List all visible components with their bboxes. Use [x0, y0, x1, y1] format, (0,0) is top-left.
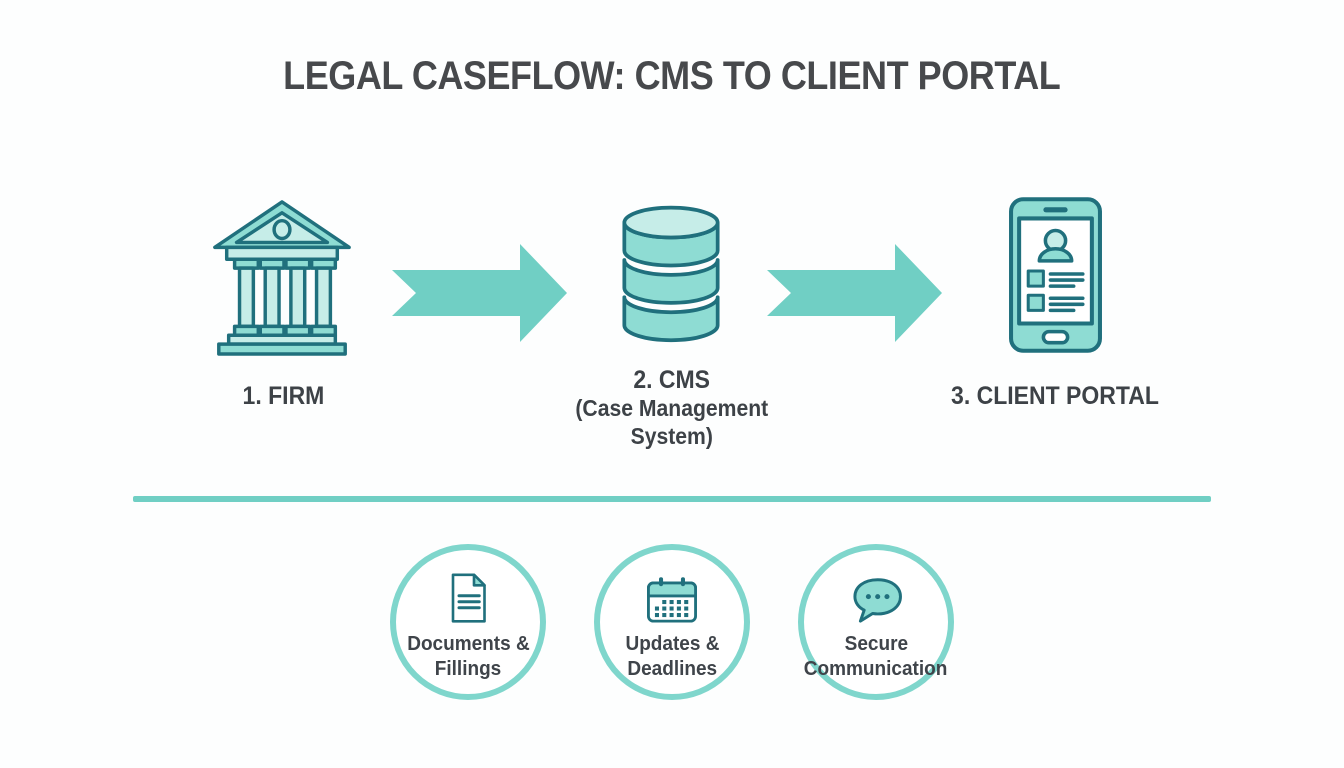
node-label-cms: 2. CMS (Case Management System): [552, 366, 792, 450]
node-label-client-portal: 3. CLIENT PORTAL: [935, 382, 1175, 410]
arrow-right-icon: [767, 244, 942, 342]
node-label-firm-text: 1. FIRM: [242, 382, 324, 410]
database-icon: [622, 205, 720, 343]
feature-label-updates-line1: Updates &: [625, 633, 719, 655]
feature-label-documents-line2: Fillings: [434, 658, 502, 680]
feature-label-updates-line2: Deadlines: [627, 658, 717, 680]
node-label-firm: 1. FIRM: [183, 382, 383, 410]
feature-label-communication-line1: Secure: [844, 633, 908, 655]
feature-label-documents: Documents & Fillings: [383, 632, 553, 682]
document-icon: [451, 573, 486, 623]
smartphone-icon: [1009, 197, 1102, 353]
node-label-client-portal-text: 3. CLIENT PORTAL: [951, 382, 1159, 410]
feature-circle-communication: Secure Communication: [798, 544, 954, 700]
node-sublabel-cms-line2: System): [630, 423, 714, 449]
feature-circle-documents: Documents & Fillings: [390, 544, 546, 700]
node-label-cms-text: 2. CMS: [633, 366, 711, 394]
arrow-right-icon: [392, 244, 567, 342]
feature-label-communication-line2: Communication: [804, 658, 948, 680]
page-title: LEGAL CASEFLOW: CMS TO CLIENT PORTAL: [0, 54, 1344, 99]
calendar-icon: [647, 577, 697, 623]
chat-bubble-icon: [853, 578, 902, 623]
feature-label-communication: Secure Communication: [791, 632, 961, 682]
feature-label-updates: Updates & Deadlines: [587, 632, 757, 682]
node-sublabel-cms-line1: (Case Management: [575, 395, 769, 421]
courthouse-icon: [213, 200, 351, 356]
section-divider: [133, 496, 1211, 502]
page-title-text: LEGAL CASEFLOW: CMS TO CLIENT PORTAL: [283, 54, 1061, 98]
feature-circle-updates: Updates & Deadlines: [594, 544, 750, 700]
feature-label-documents-line1: Documents &: [406, 633, 530, 655]
